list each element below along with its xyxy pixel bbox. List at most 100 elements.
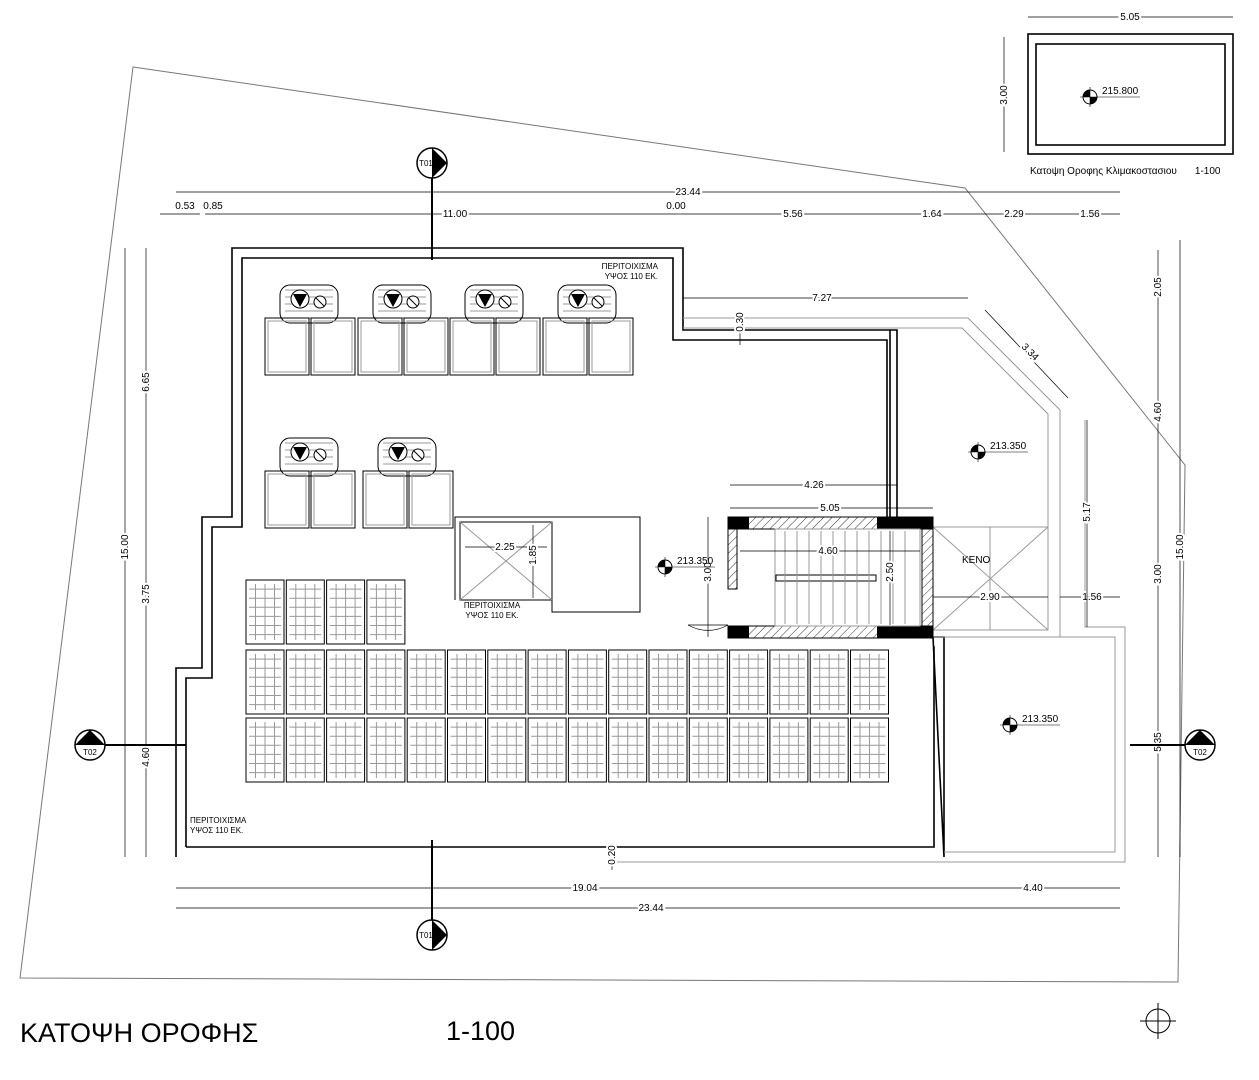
svg-text:ΠΕΡΙΤΟΙΧΙΣΜΑ: ΠΕΡΙΤΟΙΧΙΣΜΑ	[190, 816, 247, 825]
pv-panel	[285, 579, 325, 645]
dimension-label: 15.00	[120, 534, 131, 559]
dimension-label: 2.25	[495, 542, 515, 553]
svg-text:ΥΨΟΣ 110 ΕΚ.: ΥΨΟΣ 110 ΕΚ.	[605, 272, 658, 281]
dimension: 2.90	[933, 590, 1048, 605]
pv-panel	[769, 717, 809, 783]
level-value: 213.350	[677, 556, 714, 567]
dimension: 19.04	[176, 881, 944, 896]
photovoltaic-panels	[245, 579, 889, 783]
dimension: 3.75	[139, 527, 154, 668]
pv-panel	[406, 717, 446, 783]
dimension: 11.00	[222, 207, 676, 222]
pv-panel	[688, 649, 728, 715]
dimension-label: 4.60	[1153, 402, 1164, 422]
section-marker-t01[interactable]: T01	[416, 919, 448, 951]
section-label: T01	[419, 931, 433, 940]
dimension-label: 19.04	[572, 883, 597, 894]
dimension: 23.44	[176, 185, 1120, 200]
section-marker-t02[interactable]: T02	[1184, 729, 1216, 761]
pv-panel	[729, 649, 769, 715]
dimension-label: 2.29	[1004, 209, 1024, 220]
dimension: 0.30	[733, 310, 748, 345]
pv-panel	[527, 649, 567, 715]
solar-water-heater	[264, 284, 356, 376]
level-marker: 213.350	[968, 441, 1028, 462]
dimension-label: 11.00	[443, 209, 468, 220]
section-marker-t02[interactable]: T02	[74, 729, 106, 761]
pv-panel	[366, 717, 406, 783]
pv-panel	[527, 717, 567, 783]
level-value: 215.800	[1102, 86, 1139, 97]
solar-water-heater	[362, 437, 454, 529]
pv-panel	[285, 649, 325, 715]
tank-icon	[293, 447, 307, 460]
inset-dimensions: 5.05 3.00	[997, 10, 1233, 152]
section-label: T01	[419, 159, 433, 168]
dimension-label: 2.05	[1153, 277, 1164, 297]
tank-icon	[391, 447, 405, 460]
dimension-label: 15.00	[1175, 534, 1186, 559]
svg-text:ΥΨΟΣ 110 ΕΚ.: ΥΨΟΣ 110 ΕΚ.	[465, 611, 518, 620]
dimension: 1.56	[1060, 590, 1120, 605]
dimension: 4.60	[1151, 330, 1166, 520]
dimension: 1.56	[1052, 207, 1120, 222]
dimension: 4.60	[139, 668, 154, 857]
pv-panel	[406, 649, 446, 715]
dimension-label: 5.17	[1082, 502, 1093, 522]
tank-icon	[571, 294, 585, 307]
level-marker: 213.350	[1000, 714, 1060, 735]
dimension-label: 4.60	[818, 546, 838, 557]
pv-panel	[326, 717, 366, 783]
dimension-label: 4.26	[804, 480, 824, 491]
solar-water-heater	[449, 284, 541, 376]
dimension: 15.00	[1173, 240, 1188, 857]
dimension: 2.50	[883, 531, 898, 625]
dimension-label: 0.85	[203, 201, 223, 212]
pv-panel	[809, 717, 849, 783]
tank-icon	[293, 294, 307, 307]
solar-water-heater	[357, 284, 449, 376]
pv-panel	[769, 649, 809, 715]
dimension-label: 3.00	[703, 562, 714, 582]
parapet-label-middle: ΠΕΡΙΤΟΙΧΙΣΜΑ ΥΨΟΣ 110 ΕΚ.	[464, 601, 521, 620]
pv-panel	[608, 649, 648, 715]
svg-text:ΠΕΡΙΤΟΙΧΙΣΜΑ: ΠΕΡΙΤΟΙΧΙΣΜΑ	[602, 262, 659, 271]
pv-panel	[809, 649, 849, 715]
section-label: T02	[83, 748, 97, 757]
pv-panel	[850, 717, 889, 783]
solar-water-heater	[264, 437, 356, 529]
level-value: 213.350	[990, 441, 1027, 452]
dimension-label: 2.50	[885, 562, 896, 582]
dimension: 5.35	[1151, 637, 1166, 857]
section-marker-t01[interactable]: T01	[416, 147, 448, 179]
dimension: 7.27	[683, 291, 968, 306]
inset-height-label: 3.00	[999, 85, 1010, 105]
dimension-label: 1.64	[922, 209, 942, 220]
dimension: 1.85	[526, 525, 541, 598]
stairwell	[687, 330, 934, 639]
site-boundary	[19, 66, 1186, 983]
dimension-label: 0.53	[175, 201, 195, 212]
dimension: 5.56	[682, 207, 912, 222]
pv-panel	[245, 649, 285, 715]
dimension: 3.00	[1151, 520, 1166, 637]
dimension: 5.17	[1080, 420, 1095, 627]
dimension: 6.65	[139, 248, 154, 527]
dimension: 4.26	[730, 478, 897, 493]
pv-panel	[567, 649, 607, 715]
level-value: 213.350	[1022, 714, 1059, 725]
svg-text:ΠΕΡΙΤΟΙΧΙΣΜΑ: ΠΕΡΙΤΟΙΧΙΣΜΑ	[464, 601, 521, 610]
dimension-label: 6.65	[141, 372, 152, 392]
parapet-enclosure	[454, 516, 641, 613]
dimension-label: 1.56	[1080, 209, 1100, 220]
dimension-label: 5.05	[820, 503, 840, 514]
inset-width-label: 5.05	[1120, 12, 1140, 23]
dimension: 5.05	[730, 501, 933, 516]
dimensions: 23.440.53 0.85 11.00 0.00 5.56 1.64 2.29 1.56 7.…	[118, 10, 1233, 916]
dimension-label: 5.56	[783, 209, 803, 220]
dimension-label: 2.90	[980, 592, 1000, 603]
dimension: 2.05	[1151, 250, 1166, 330]
dimension: 0.00	[664, 199, 688, 215]
dimension: 1.64	[912, 207, 955, 222]
